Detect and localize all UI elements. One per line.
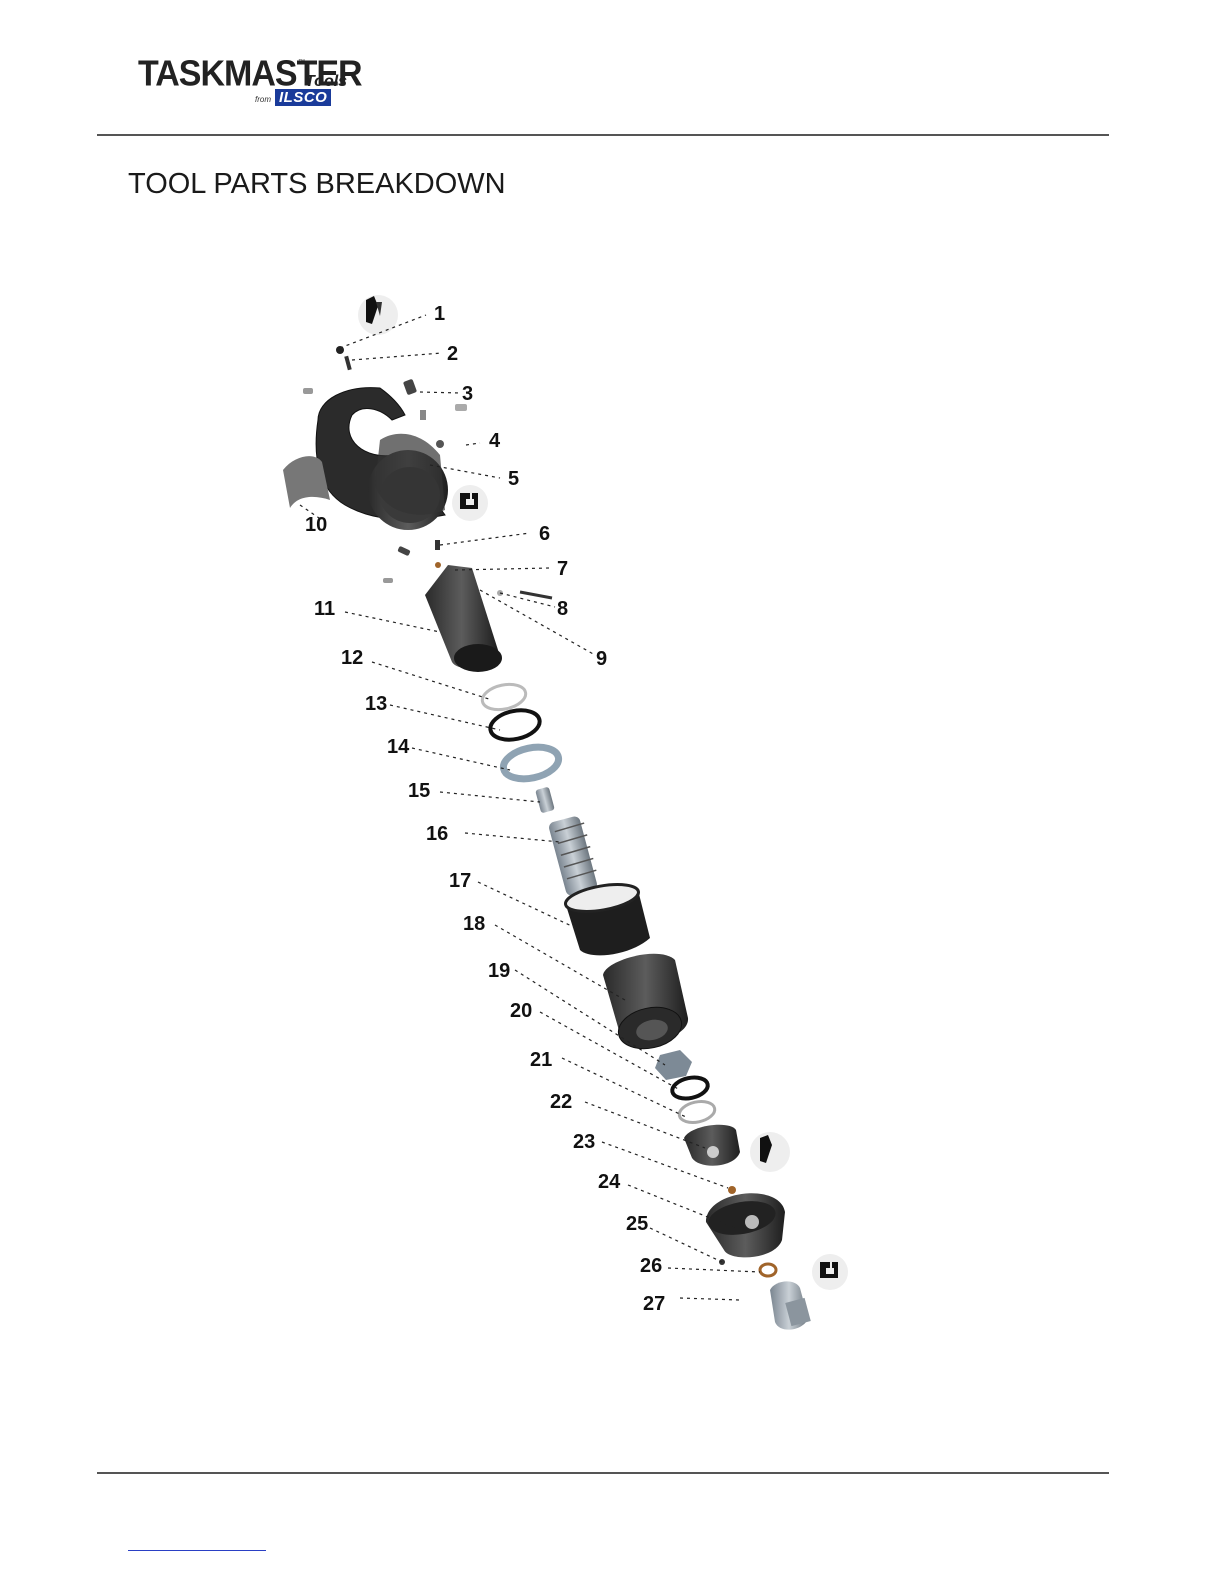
part-label-18: 18 [463,913,485,935]
part-label-11: 11 [314,598,335,620]
part-label-3: 3 [462,383,473,405]
part-label-9: 9 [596,648,607,670]
part-label-10: 10 [305,514,327,536]
spring [548,815,599,897]
part-label-25: 25 [626,1213,648,1235]
tool-head-housing [316,388,448,530]
part-label-6: 6 [539,523,550,545]
part-label-2: 2 [447,343,458,365]
hydraulic-coupler [770,1281,811,1329]
grease-gun-icon [750,1132,790,1172]
part-label-16: 16 [426,823,448,845]
part-label-26: 26 [640,1255,662,1277]
part-label-7: 7 [557,558,568,580]
part-label-13: 13 [365,693,387,715]
part-label-24: 24 [598,1171,621,1193]
end-cap [684,1125,740,1166]
part-label-15: 15 [408,780,430,802]
footer-divider [97,1472,1109,1474]
part-label-21: 21 [530,1049,552,1071]
part-label-27: 27 [643,1293,665,1315]
part-label-23: 23 [573,1131,595,1153]
part-label-12: 12 [341,647,363,669]
part-label-22: 22 [550,1091,572,1113]
part-shapes [283,295,848,1330]
part-label-19: 19 [488,960,510,982]
footer-link-underline[interactable] [128,1550,266,1551]
cylinder [425,565,502,672]
part-label-5: 5 [508,468,519,490]
torque-wrench-icon [812,1254,848,1290]
reservoir [603,954,688,1054]
torque-wrench-icon [452,485,488,521]
part-label-1: 1 [434,303,445,325]
base-housing [706,1193,785,1257]
part-label-4: 4 [489,430,501,452]
grease-gun-icon [358,295,398,335]
part-label-14: 14 [387,736,410,758]
part-label-20: 20 [510,1000,532,1022]
part-label-17: 17 [449,870,471,892]
part-label-8: 8 [557,598,568,620]
